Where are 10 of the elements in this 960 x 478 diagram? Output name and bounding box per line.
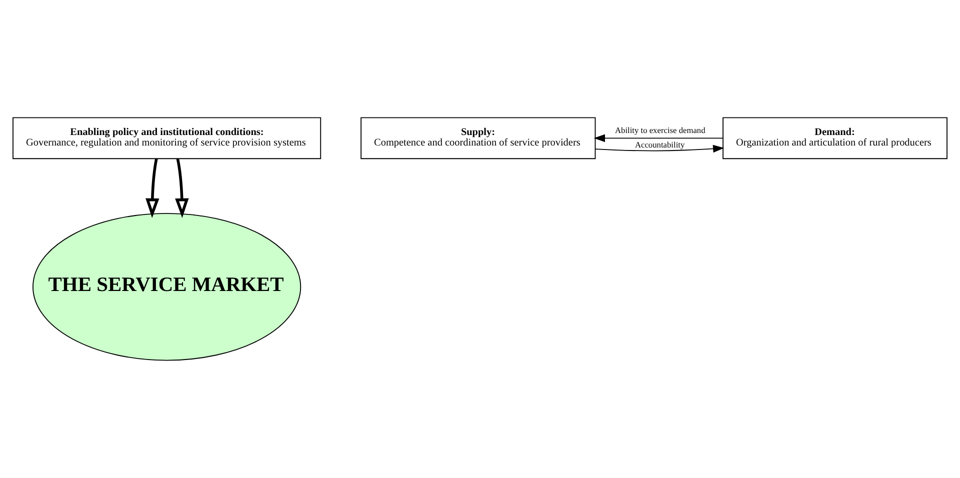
node-box: Enabling policy and institutional conditions: Governance, regulation and monitoring of service provision systems [12,117,322,160]
node-box: Supply: Competence and coordination of service providers [360,117,596,160]
edge-label: Ability to exercise demand [614,126,706,135]
arrow [175,158,189,218]
arrow [594,134,724,142]
arrow [146,158,160,218]
arrow [594,144,724,153]
node-box: Demand: Organization and articulation of rural producers [722,117,948,160]
node-ellipse: THE SERVICE MARKET [32,212,302,361]
edge-label: Accountability [634,140,685,150]
